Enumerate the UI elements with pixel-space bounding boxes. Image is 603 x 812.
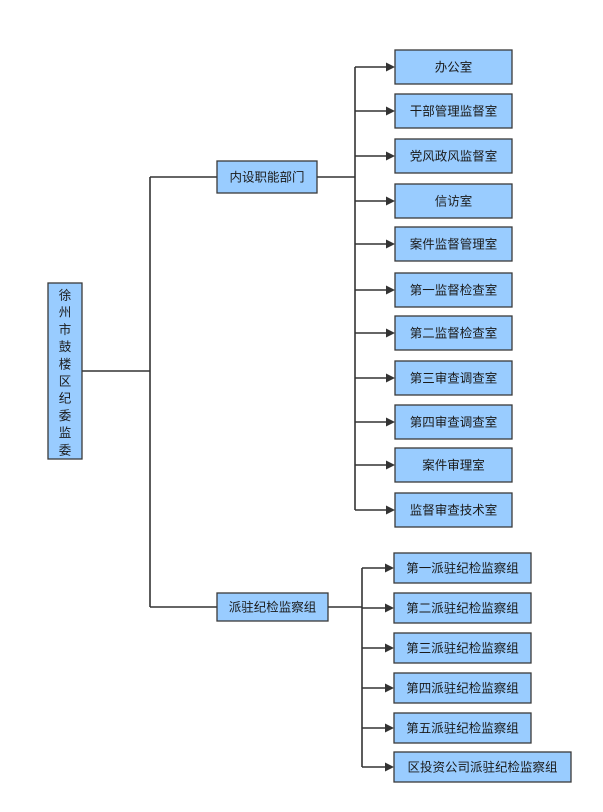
child-node: 监督审查技术室 <box>394 492 513 528</box>
group-node-label: 内设职能部门 <box>229 170 304 185</box>
child-node-label: 第五派驻纪检监察组 <box>406 721 519 736</box>
child-node-label: 第四派驻纪检监察组 <box>406 681 519 696</box>
group-node-label: 派驻纪检监察组 <box>229 600 317 615</box>
child-node: 区投资公司派驻纪检监察组 <box>393 751 572 783</box>
child-node: 第三审查调查室 <box>394 360 513 396</box>
root-node-char: 委 <box>59 408 72 423</box>
child-node-label: 信访室 <box>435 194 473 209</box>
arrow-head <box>386 373 395 383</box>
child-node: 案件审理室 <box>394 447 513 483</box>
child-node: 案件监督管理室 <box>394 226 513 262</box>
arrow-head <box>385 643 394 653</box>
child-node: 第二监督检查室 <box>394 315 513 351</box>
child-node: 第二派驻纪检监察组 <box>393 592 532 624</box>
root-node-char: 鼓 <box>59 339 72 354</box>
child-node-label: 第二监督检查室 <box>410 326 498 341</box>
child-node-label: 第二派驻纪检监察组 <box>406 601 519 616</box>
group-node-dispatched: 派驻纪检监察组 <box>216 592 329 622</box>
arrow-head <box>386 460 395 470</box>
child-node-label: 党风政风监督室 <box>410 149 498 164</box>
connector-lines <box>82 62 395 772</box>
child-node: 第一派驻纪检监察组 <box>393 552 532 584</box>
arrow-head <box>386 417 395 427</box>
child-node-label: 第一派驻纪检监察组 <box>406 561 519 576</box>
root-node-char: 纪 <box>59 391 72 406</box>
root-node-char: 委 <box>59 442 72 457</box>
arrow-head <box>386 239 395 249</box>
arrow-head <box>386 285 395 295</box>
arrow-head <box>386 106 395 116</box>
child-node-label: 第一监督检查室 <box>410 283 498 298</box>
root-node-char: 监 <box>59 425 72 440</box>
child-node-label: 案件审理室 <box>422 458 485 473</box>
child-node: 第三派驻纪检监察组 <box>393 632 532 664</box>
child-node-label: 第三派驻纪检监察组 <box>406 641 519 656</box>
arrow-head <box>385 762 394 772</box>
arrow-head <box>385 563 394 573</box>
root-node-char: 楼 <box>59 356 72 371</box>
child-node: 办公室 <box>394 49 513 85</box>
root-node-char: 市 <box>59 322 72 337</box>
child-node-label: 干部管理监督室 <box>410 104 498 119</box>
child-node: 干部管理监督室 <box>394 93 513 129</box>
child-node-label: 监督审查技术室 <box>410 503 498 518</box>
root-node-char: 徐 <box>59 288 72 303</box>
child-node-label: 案件监督管理室 <box>410 237 498 252</box>
group-node-internal: 内设职能部门 <box>216 160 318 194</box>
child-node-label: 区投资公司派驻纪检监察组 <box>407 760 557 775</box>
arrow-head <box>386 196 395 206</box>
child-node-label: 第三审查调查室 <box>410 371 498 386</box>
arrow-head <box>386 151 395 161</box>
root-node-char: 区 <box>59 374 72 389</box>
child-node: 第四派驻纪检监察组 <box>393 672 532 704</box>
arrow-head <box>385 683 394 693</box>
child-node: 信访室 <box>394 183 513 219</box>
child-node: 党风政风监督室 <box>394 138 513 174</box>
arrow-head <box>386 505 395 515</box>
child-node: 第五派驻纪检监察组 <box>393 712 532 744</box>
org-nodes: 徐州市鼓楼区纪委监委内设职能部门办公室干部管理监督室党风政风监督室信访室案件监督… <box>47 49 572 783</box>
arrow-head <box>386 328 395 338</box>
arrow-head <box>386 62 395 72</box>
arrow-head <box>385 723 394 733</box>
child-node-label: 办公室 <box>435 60 473 75</box>
child-node-label: 第四审查调查室 <box>410 415 498 430</box>
root-node-char: 州 <box>59 305 72 320</box>
child-node: 第一监督检查室 <box>394 272 513 308</box>
child-node: 第四审查调查室 <box>394 404 513 440</box>
arrow-head <box>385 603 394 613</box>
